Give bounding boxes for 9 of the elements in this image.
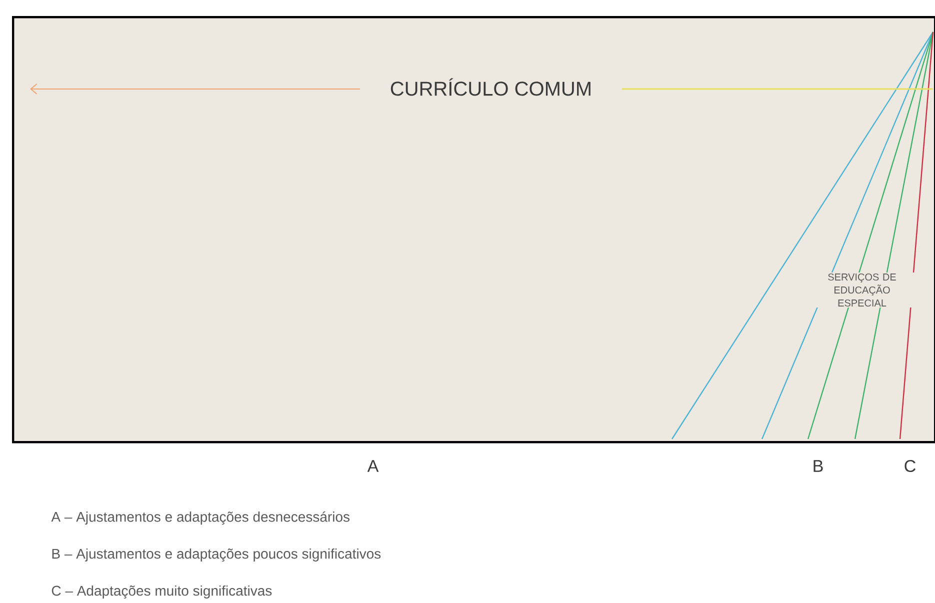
- legend-note: A – Ajustamentos e adaptações desnecessários: [51, 511, 350, 525]
- heading: CURRÍCULO COMUM: [390, 78, 590, 96]
- legend-note: B – Ajustamentos e adaptações poucos significativos: [52, 548, 381, 562]
- letter-label: C: [904, 460, 916, 472]
- frame-box: [12, 16, 935, 444]
- letter-label: B: [814, 460, 823, 472]
- area-label: SERVIÇOS DE EDUCAÇÃO ESPECIAL: [807, 272, 917, 308]
- legend-note: C – Adaptações muito significativas: [52, 585, 272, 599]
- letter-label: A: [367, 460, 379, 472]
